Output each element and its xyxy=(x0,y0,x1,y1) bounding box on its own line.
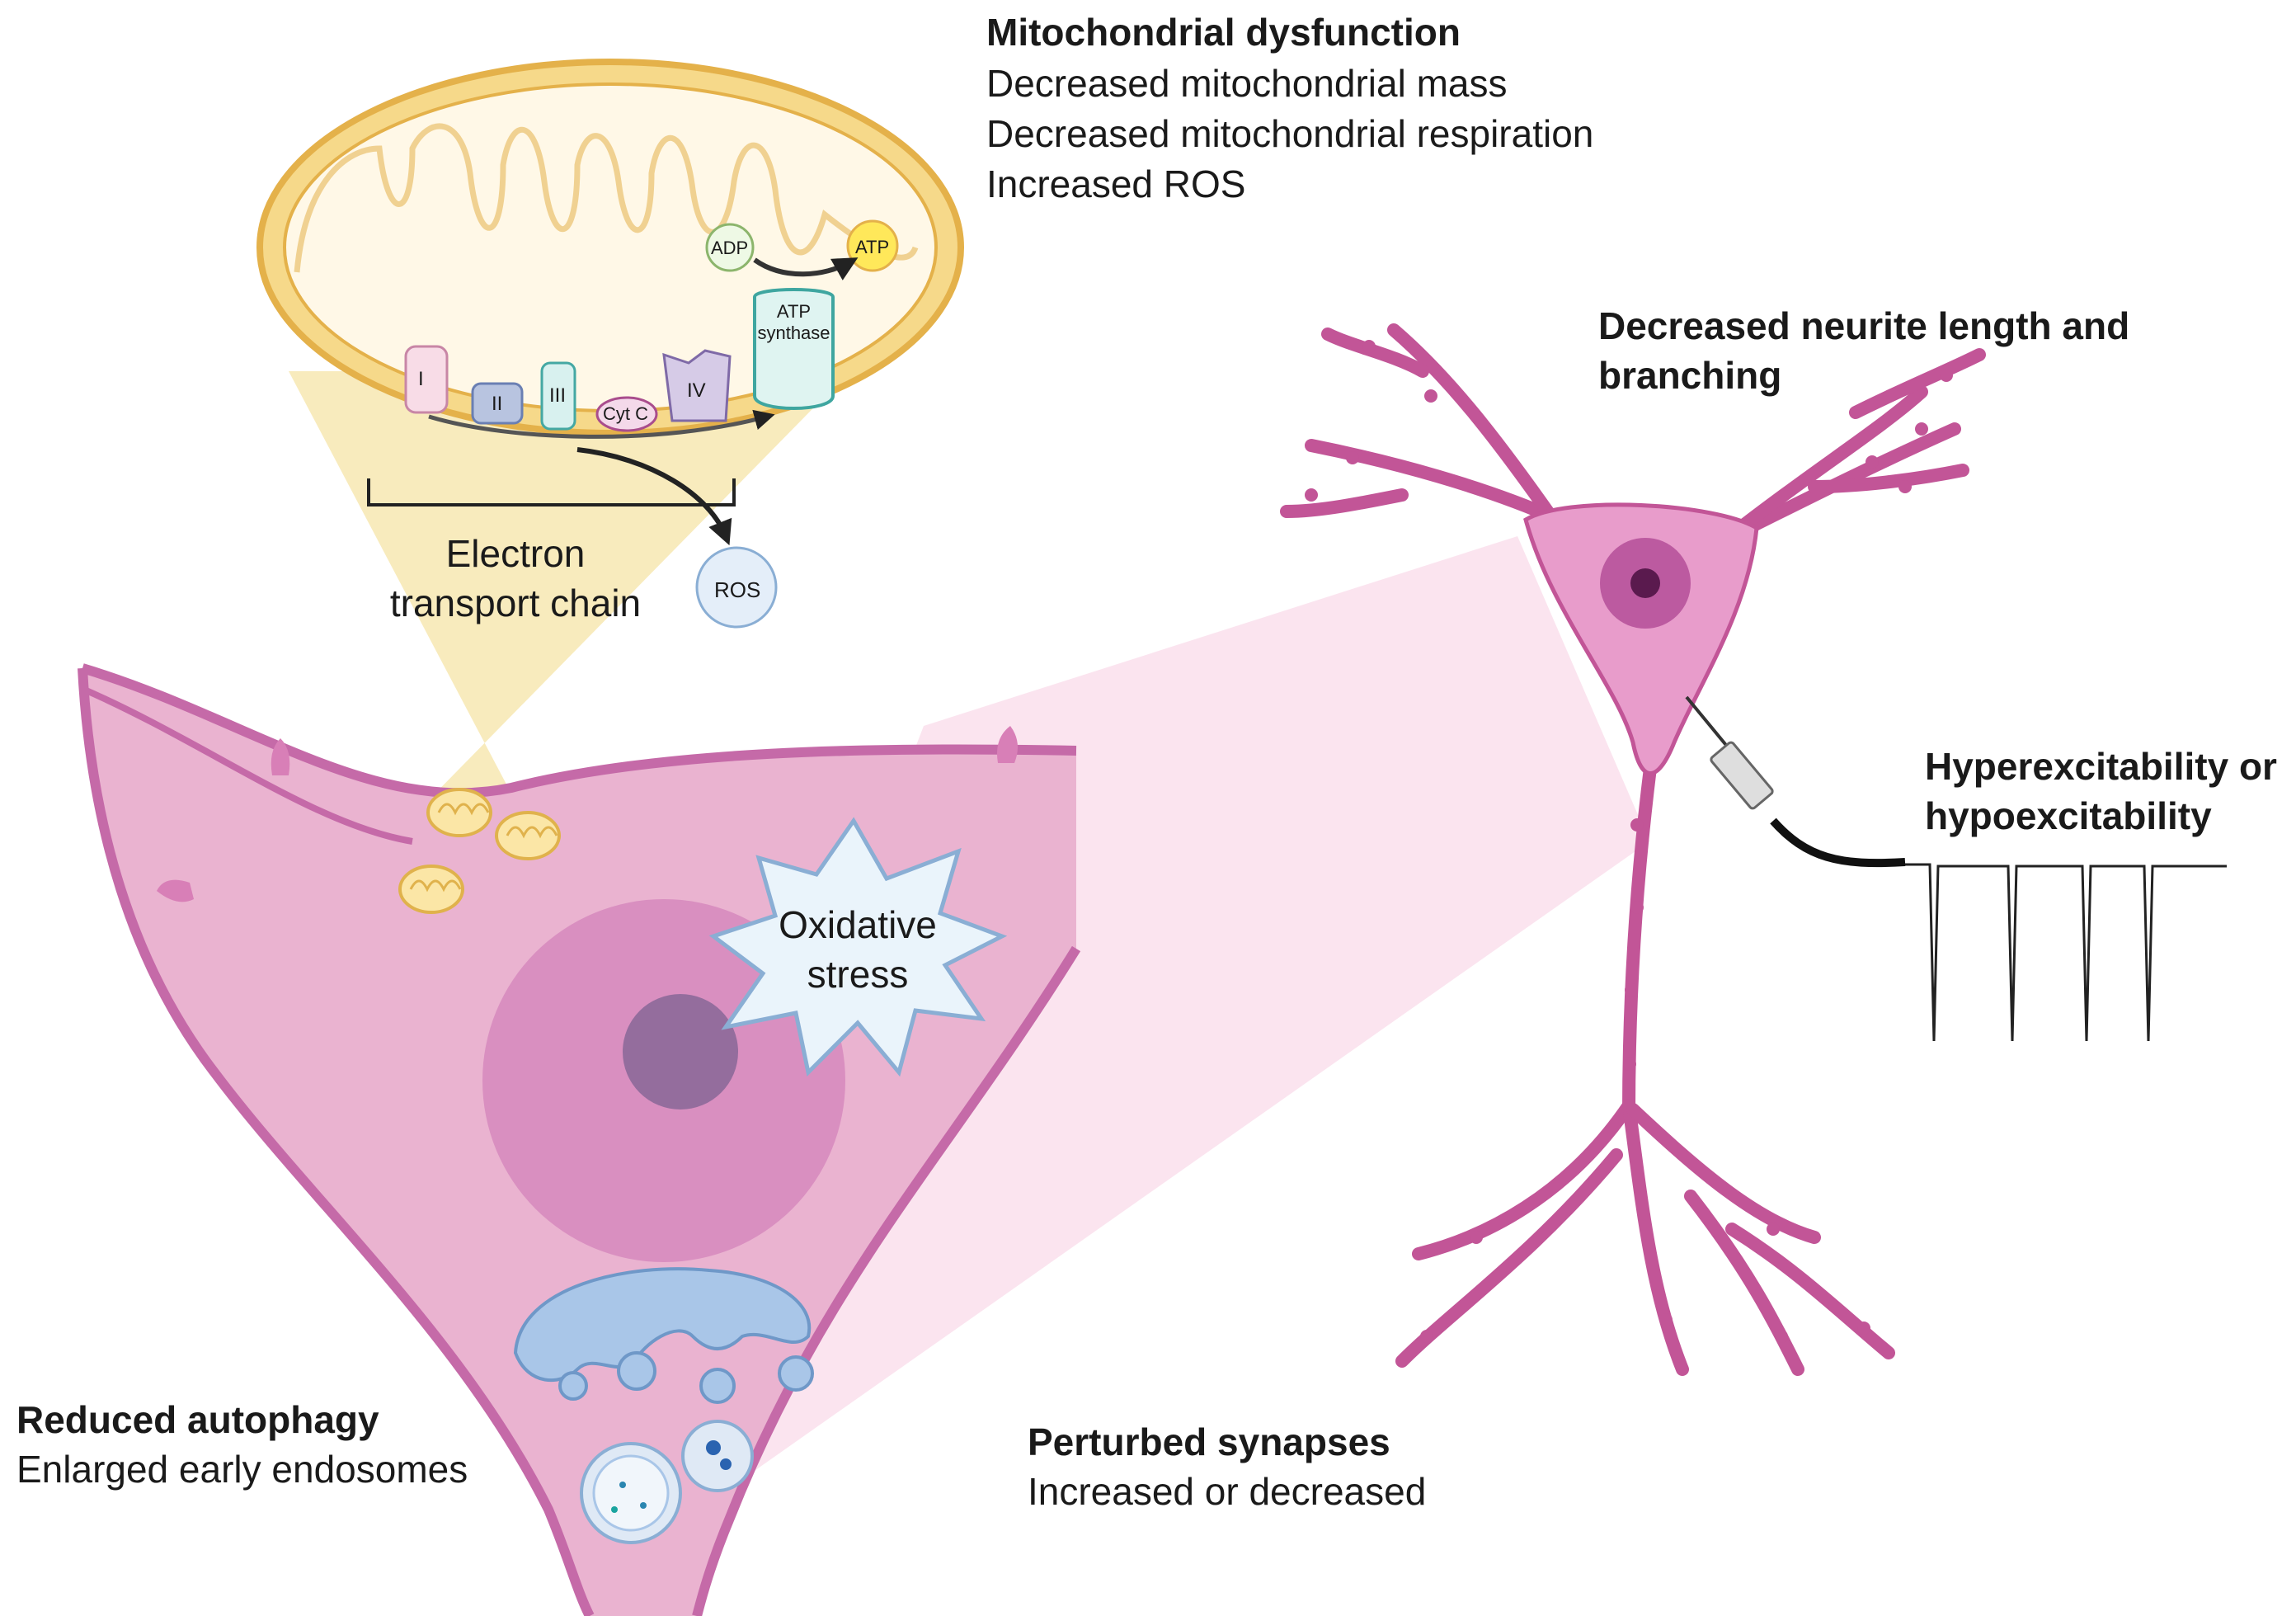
neuron-nucleolus xyxy=(1630,568,1660,598)
excitability-line2: hypoexcitability xyxy=(1925,794,2212,837)
autophagy-detail: Enlarged early endosomes xyxy=(16,1448,468,1491)
mito-heading: Mitochondrial dysfunction xyxy=(986,11,1461,54)
mito-zoom-wedge xyxy=(289,371,849,825)
neurite-line2: branching xyxy=(1598,354,1782,397)
complex-III xyxy=(540,361,576,431)
complex-II xyxy=(471,382,524,425)
nucleolus xyxy=(623,994,738,1110)
complex-1-label: I xyxy=(418,368,424,390)
autophagy-heading: Reduced autophagy xyxy=(16,1398,379,1441)
etc-label-line1: Electron xyxy=(445,532,586,575)
adp-atp-arrow xyxy=(753,257,859,280)
neurite-line1: Decreased neurite length and xyxy=(1598,304,2130,347)
golgi-apparatus xyxy=(513,1267,814,1404)
electron-transport-chain xyxy=(367,219,899,629)
ros-arrow xyxy=(576,447,732,546)
complex-3-label: III xyxy=(549,384,567,407)
ros-label: ROS xyxy=(714,577,761,602)
oxidative-stress-burst xyxy=(708,817,1008,1077)
atp-label: ATP xyxy=(855,237,890,257)
synapses-detail: Increased or decreased xyxy=(1028,1470,1427,1513)
atp-circle xyxy=(846,219,899,272)
complex-IV xyxy=(662,349,732,422)
excitability-line1: Hyperexcitability or xyxy=(1925,745,2277,788)
mito-item-ros: Increased ROS xyxy=(986,163,1246,205)
complex-2-label: II xyxy=(492,393,503,415)
ros-circle xyxy=(695,546,778,629)
cyt-c-label: Cyt C xyxy=(603,403,648,424)
autophagosome xyxy=(580,1420,754,1544)
excitability-trace xyxy=(1905,863,2227,1042)
neuron-zoom-wedge xyxy=(594,536,1649,1584)
complex-I xyxy=(404,345,449,414)
atp-synthase xyxy=(753,288,835,410)
soma-mitochondria xyxy=(398,788,561,914)
etc-bracket xyxy=(367,478,736,506)
mito-item-respiration: Decreased mitochondrial respiration xyxy=(986,112,1594,155)
complex-4-label: IV xyxy=(687,379,706,402)
oxidative-line2: stress xyxy=(807,953,909,996)
etc-label-line2: transport chain xyxy=(389,582,642,624)
adp-label: ADP xyxy=(711,238,749,258)
oxidative-line1: Oxidative xyxy=(779,903,937,946)
patch-electrode xyxy=(1685,695,1906,868)
neuron-soma xyxy=(1523,502,1759,775)
mito-item-mass: Decreased mitochondrial mass xyxy=(986,62,1508,105)
synapses-heading: Perturbed synapses xyxy=(1028,1420,1390,1463)
neuron xyxy=(1280,323,1986,1376)
electron-flow-arrow xyxy=(428,409,775,439)
cyt-c xyxy=(595,396,658,432)
adp-circle xyxy=(705,223,755,272)
